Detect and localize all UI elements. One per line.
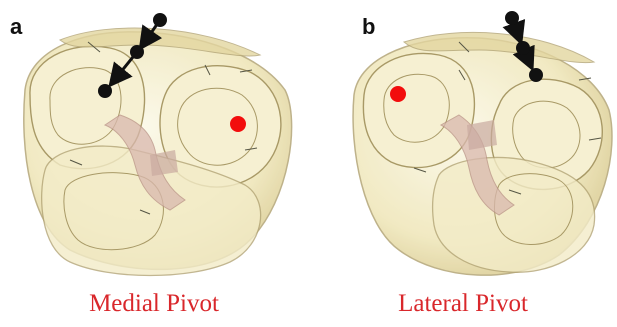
panel-medial-pivot: a Medial Pivot [0,0,308,327]
knee-illustration-medial [0,0,308,327]
path-point [153,13,167,27]
pivot-point-medial [230,116,246,132]
panel-label: b [362,14,375,40]
path-point [130,45,144,59]
path-point [529,68,543,82]
knee-illustration-lateral [309,0,617,327]
pivot-point-lateral [390,86,406,102]
path-point [505,11,519,25]
ligament-band [467,120,497,150]
panel-caption: Lateral Pivot [309,290,617,318]
panel-lateral-pivot: b Lateral Pivot [309,0,617,327]
medial-condyle [363,53,474,167]
panel-caption: Medial Pivot [0,290,308,318]
path-point [516,41,530,55]
panel-label: a [10,14,22,40]
path-point [98,84,112,98]
